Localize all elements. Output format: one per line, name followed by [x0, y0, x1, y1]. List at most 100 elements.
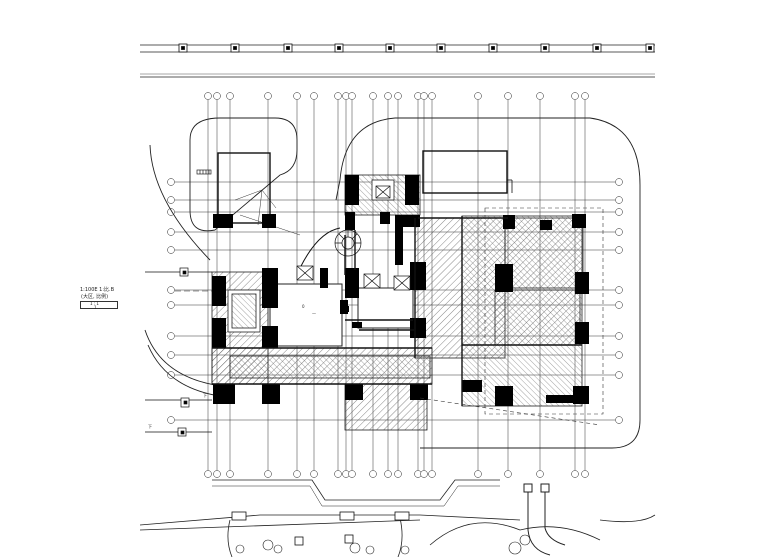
- grid-bubble-top: [264, 92, 272, 100]
- wall-column: [212, 276, 226, 306]
- left-markers: [145, 267, 212, 437]
- wall-column: [575, 322, 589, 344]
- outbuildings: [217, 150, 513, 224]
- wall-column: [352, 322, 362, 328]
- hatched-floor-zones: [211, 174, 584, 431]
- grid-bubble-bottom: [394, 470, 402, 478]
- wall-column: [212, 318, 226, 348]
- interior-rooms: [269, 283, 414, 347]
- wall-column: [395, 215, 420, 227]
- grid-bubble-bottom: [504, 470, 512, 478]
- wall-column: [410, 318, 426, 338]
- grid-bubble-top: [310, 92, 318, 100]
- note-frame: [80, 301, 118, 309]
- grid-bubble-bottom: [213, 470, 221, 478]
- room-label-a: —: [312, 311, 316, 316]
- landscape-shrubs: [235, 534, 531, 555]
- grid-bubble-top: [334, 92, 342, 100]
- grid-bubble-bottom: [581, 470, 589, 478]
- wall-column: [380, 212, 390, 224]
- wall-column: [345, 175, 359, 205]
- grid-bubble-right: [615, 208, 623, 216]
- grid-bubble-top: [226, 92, 234, 100]
- grid-bubble-right: [615, 416, 623, 424]
- top-rail: [140, 44, 655, 78]
- grid-bubble-top: [571, 92, 579, 100]
- grid-bubble-top: [204, 92, 212, 100]
- grid-bubble-bottom: [571, 470, 579, 478]
- curved-walkway: [523, 483, 566, 556]
- wall-column: [345, 384, 363, 400]
- wall-column: [410, 384, 428, 400]
- grid-bubble-right: [615, 286, 623, 294]
- grid-bubble-top: [428, 92, 436, 100]
- grid-bubble-right: [615, 178, 623, 186]
- wall-column: [213, 384, 235, 404]
- rail-post-dot: [181, 46, 185, 50]
- rail-post-dot: [439, 46, 443, 50]
- grid-bubble-top: [384, 92, 392, 100]
- wall-column: [495, 386, 513, 406]
- wall-column: [262, 326, 278, 348]
- grid-bubble-right: [615, 351, 623, 359]
- grid-bubble-left: [167, 286, 175, 294]
- grid-bubble-top: [394, 92, 402, 100]
- grid-bubble-right: [615, 371, 623, 379]
- note-title: 1:100E 1:比.B: [80, 287, 115, 293]
- marker-symbol-b: 下: [148, 424, 152, 429]
- grid-bubble-top: [348, 92, 356, 100]
- grid-bubble-top: [581, 92, 589, 100]
- grid-bubble-left: [167, 332, 175, 340]
- grid-bubble-left: [167, 351, 175, 359]
- rail-post-dot: [491, 46, 495, 50]
- wall-column: [546, 395, 576, 403]
- grid-bubble-top: [213, 92, 221, 100]
- rail-post-dot: [388, 46, 392, 50]
- grid-bubble-bottom: [204, 470, 212, 478]
- rail-post-dot: [286, 46, 290, 50]
- grid-bubble-bottom: [293, 470, 301, 478]
- marker-symbol-a: 下: [203, 393, 207, 398]
- wall-column: [395, 225, 403, 265]
- grid-bubble-top: [536, 92, 544, 100]
- grid-bubble-bottom: [348, 470, 356, 478]
- grid-bubble-right: [615, 332, 623, 340]
- wall-column: [495, 264, 513, 292]
- wall-column: [262, 268, 278, 308]
- wall-column: [320, 268, 328, 288]
- rail-posts: [178, 43, 655, 53]
- grid-bubble-bottom: [428, 470, 436, 478]
- stair-marks-left: [196, 169, 212, 175]
- grid-bubble-left: [167, 178, 175, 186]
- grid-bubble-bottom: [536, 470, 544, 478]
- rail-post-dot: [648, 46, 652, 50]
- note-value-b: 1: [94, 305, 97, 310]
- grid-bubble-left: [167, 228, 175, 236]
- note-value-a: 1 : 1: [90, 301, 99, 306]
- wall-column: [540, 220, 552, 230]
- structural-columns: [212, 175, 589, 406]
- site-boundary: [144, 117, 641, 449]
- wall-column: [343, 306, 349, 312]
- dashed-boundary: [419, 207, 604, 426]
- spiral-stair: [299, 227, 362, 269]
- wall-column: [405, 175, 419, 205]
- grid-bubble-bottom: [334, 470, 342, 478]
- wall-column: [573, 386, 589, 404]
- rail-post-dot: [595, 46, 599, 50]
- grid-bubble-right: [615, 196, 623, 204]
- grid-bubble-right: [615, 228, 623, 236]
- wall-column: [462, 380, 482, 392]
- wall-column: [503, 215, 515, 229]
- drawing-note: 1:100E 1:比.B (大区, 比例) 1 : 1 1: [80, 287, 120, 310]
- grid-bubble-bottom: [264, 470, 272, 478]
- grid-bubble-left: [167, 416, 175, 424]
- rail-post-dot: [543, 46, 547, 50]
- grid-bubble-bottom: [310, 470, 318, 478]
- bottom-pavers: [231, 511, 410, 546]
- elevator-shafts: [296, 185, 411, 291]
- wall-column: [410, 262, 426, 290]
- rail-post-dot: [233, 46, 237, 50]
- wall-column: [262, 384, 280, 404]
